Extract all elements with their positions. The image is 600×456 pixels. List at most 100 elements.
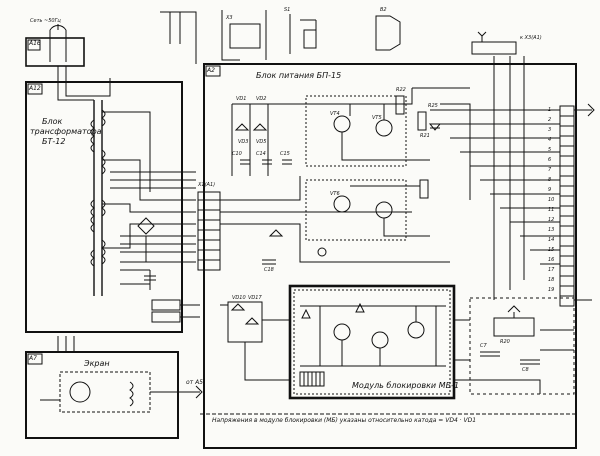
x1-pin-number: 6 xyxy=(548,157,552,163)
x1-exits xyxy=(574,109,592,301)
stab-1-wires xyxy=(300,88,430,161)
x1-arrow xyxy=(587,103,595,117)
reg-input-wires xyxy=(220,176,310,248)
filter-inductor xyxy=(129,381,134,407)
power-block-outline xyxy=(203,63,577,449)
antenna-connector xyxy=(471,41,517,55)
transformer-block-id: A12 xyxy=(29,85,41,92)
primary-wires xyxy=(57,66,111,101)
filter-wires xyxy=(40,336,178,401)
c8-label: C8 xyxy=(522,367,529,373)
c7-label: C7 xyxy=(480,343,487,349)
x2-pins xyxy=(198,199,220,261)
vd5-label: VD5 xyxy=(256,139,267,145)
x1-pin-number: 15 xyxy=(548,247,555,253)
x1-pin-number: 19 xyxy=(548,287,555,293)
a12-connector-wires xyxy=(180,304,200,318)
x1-pin-number: 11 xyxy=(548,207,555,213)
power-block-id-box xyxy=(205,65,221,77)
vd10-wires xyxy=(220,304,290,381)
power-block-title: Блок питания БП-15 xyxy=(256,71,342,80)
fuse-block-id: A16 xyxy=(29,40,41,47)
vt7-transistor xyxy=(375,201,393,219)
x2-label: X1(A1) xyxy=(198,182,216,188)
c10-label: C10 xyxy=(232,151,242,157)
mb-transistor-3 xyxy=(407,321,425,339)
a12-connector-2 xyxy=(151,311,181,323)
diode-bridge xyxy=(137,217,155,235)
filter-block-id: A7 xyxy=(29,355,37,362)
b2-speaker xyxy=(375,15,401,51)
c18-label: C18 xyxy=(264,267,274,273)
vd10-label: VD10 xyxy=(232,295,246,301)
mb-wires xyxy=(300,305,446,367)
x1-pin-number: 8 xyxy=(548,177,552,183)
vd1-label: VD1 xyxy=(236,96,247,102)
stab-1-out xyxy=(412,87,471,200)
blocking-module-title: Модуль блокировки МБ-1 xyxy=(352,381,460,390)
x1-pin-number: 7 xyxy=(548,167,552,173)
blocking-module-outline xyxy=(288,284,456,400)
vt4-label: VT4 xyxy=(330,111,340,117)
vt6-transistor xyxy=(333,195,351,213)
x1-pin-number: 9 xyxy=(548,187,552,193)
fuse-ring xyxy=(317,247,327,257)
x1-pins xyxy=(560,115,574,297)
x1-pin-number: 3 xyxy=(548,127,552,133)
r22-label: R22 xyxy=(396,87,406,93)
transformer-id-box xyxy=(27,83,43,95)
stab-2-resistor xyxy=(419,179,429,199)
mb-transistor-2 xyxy=(371,331,389,349)
mid-diode xyxy=(268,229,284,237)
to-a5-arrow xyxy=(195,385,203,399)
vertical-feeds xyxy=(493,56,525,300)
stab-2-wires xyxy=(310,185,430,237)
right-bottom-wires xyxy=(454,319,574,361)
b2-label: B2 xyxy=(380,7,387,13)
transformer-title-1: Блок xyxy=(42,117,63,126)
vd10-block xyxy=(227,301,263,343)
stab-2-outline xyxy=(305,179,407,241)
upper-caps xyxy=(240,159,292,165)
x1-pin-number: 5 xyxy=(548,147,552,153)
mains-label: Сеть ~50Гц xyxy=(30,18,61,24)
r21-label: R21 xyxy=(420,133,430,139)
x1-pin-number: 17 xyxy=(548,267,555,273)
top-left-leads xyxy=(160,11,197,64)
upper-rail xyxy=(231,103,300,176)
stab-1-outline xyxy=(305,95,407,167)
mb-diodes xyxy=(301,302,365,319)
x1-pin-number: 16 xyxy=(548,257,555,263)
fuse-block-outline xyxy=(25,37,85,67)
vt4-transistor xyxy=(333,115,351,133)
output-bus xyxy=(430,109,560,265)
r25-label: R25 xyxy=(428,103,438,109)
pot-arrow xyxy=(507,305,521,318)
top-leads xyxy=(221,10,317,61)
transformer-title-2: трансформатора xyxy=(30,127,102,136)
r20-pot xyxy=(493,317,535,337)
bus-wires xyxy=(110,171,196,263)
power-block-id: A2 xyxy=(207,67,215,74)
x1-pin-number: 13 xyxy=(548,227,555,233)
mb-transistor-1 xyxy=(333,323,351,341)
transformer-title-3: БТ-12 xyxy=(42,137,66,146)
bottom-link xyxy=(454,379,541,394)
c15-label: C15 xyxy=(280,151,290,157)
s1-label: S1 xyxy=(284,7,291,13)
bottom-caps xyxy=(480,351,540,365)
filter-inner-box xyxy=(59,371,151,413)
x2-connector xyxy=(197,191,221,271)
right-ref-label: к X3(A1) xyxy=(520,35,542,41)
vd2-label: VD2 xyxy=(256,96,267,102)
s1-switch xyxy=(303,29,317,49)
top-switch-box xyxy=(229,23,261,49)
zener-diode xyxy=(428,123,442,131)
vt5-transistor xyxy=(375,119,393,137)
x1-pin-number: 10 xyxy=(548,197,555,203)
x1-pin-number: 12 xyxy=(548,217,555,223)
c14-label: C14 xyxy=(256,151,266,157)
vt6-label: VT6 xyxy=(330,191,340,197)
bottom-note: Напряжения в модуле блокировки (МБ) указ… xyxy=(212,417,477,424)
